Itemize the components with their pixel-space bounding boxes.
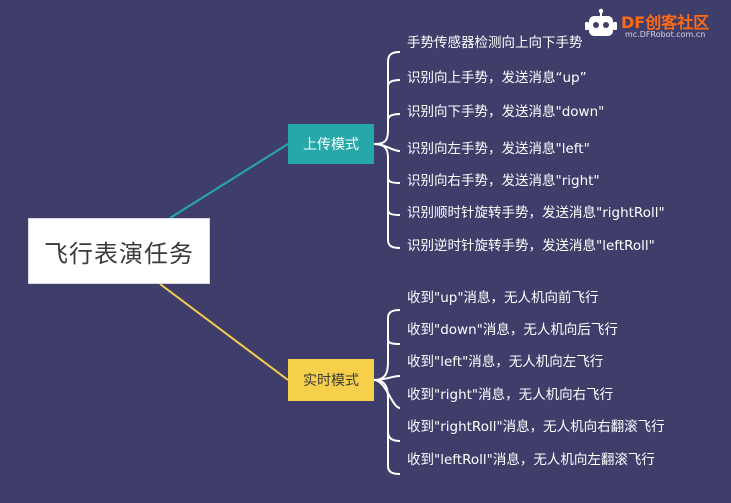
watermark-url: mc.DFRobot.com.cn <box>625 30 706 39</box>
leaf-upload-1: 手势传感器检测向上向下手势 <box>407 35 583 51</box>
branch-label-realtime-mode: 实时模式 <box>303 373 359 389</box>
connector-group-realtime <box>373 309 401 475</box>
branch-node-upload-mode: 上传模式 <box>288 124 374 164</box>
connector-root-upload <box>169 143 289 219</box>
df-robot-logo-icon <box>585 8 617 36</box>
connector-root-realtime <box>159 283 289 381</box>
leaf-realtime-3: 收到"left"消息，无人机向左飞行 <box>407 354 604 370</box>
watermark: DF创客社区 mc.DFRobot.com.cn <box>581 6 727 46</box>
branch-node-realtime-mode: 实时模式 <box>288 359 374 401</box>
watermark-title: DF创客社区 <box>621 13 710 32</box>
leaf-realtime-2: 收到"down"消息，无人机向后飞行 <box>407 322 618 338</box>
leaf-upload-3: 识别向下手势，发送消息"down" <box>407 104 605 120</box>
leaf-upload-4: 识别向左手势，发送消息"left" <box>407 141 590 157</box>
leaf-upload-6: 识别顺时针旋转手势，发送消息"rightRoll" <box>407 205 665 221</box>
branch-label-upload-mode: 上传模式 <box>303 137 359 153</box>
leaf-realtime-4: 收到"right"消息，无人机向右飞行 <box>407 387 614 403</box>
leaf-realtime-1: 收到"up"消息，无人机向前飞行 <box>407 290 599 306</box>
leaf-upload-2: 识别向上手势，发送消息“up” <box>407 70 587 86</box>
leaf-upload-7: 识别逆时针旋转手势，发送消息"leftRoll" <box>407 238 655 254</box>
root-node-label: 飞行表演任务 <box>44 239 194 268</box>
leaf-upload-5: 识别向右手势，发送消息"right" <box>407 173 600 189</box>
connector-group-upload <box>373 51 401 249</box>
root-node: 飞行表演任务 <box>28 218 210 284</box>
leaf-realtime-5: 收到"rightRoll"消息，无人机向右翻滚飞行 <box>407 419 665 435</box>
leaf-realtime-6: 收到"leftRoll"消息，无人机向左翻滚飞行 <box>407 452 655 468</box>
